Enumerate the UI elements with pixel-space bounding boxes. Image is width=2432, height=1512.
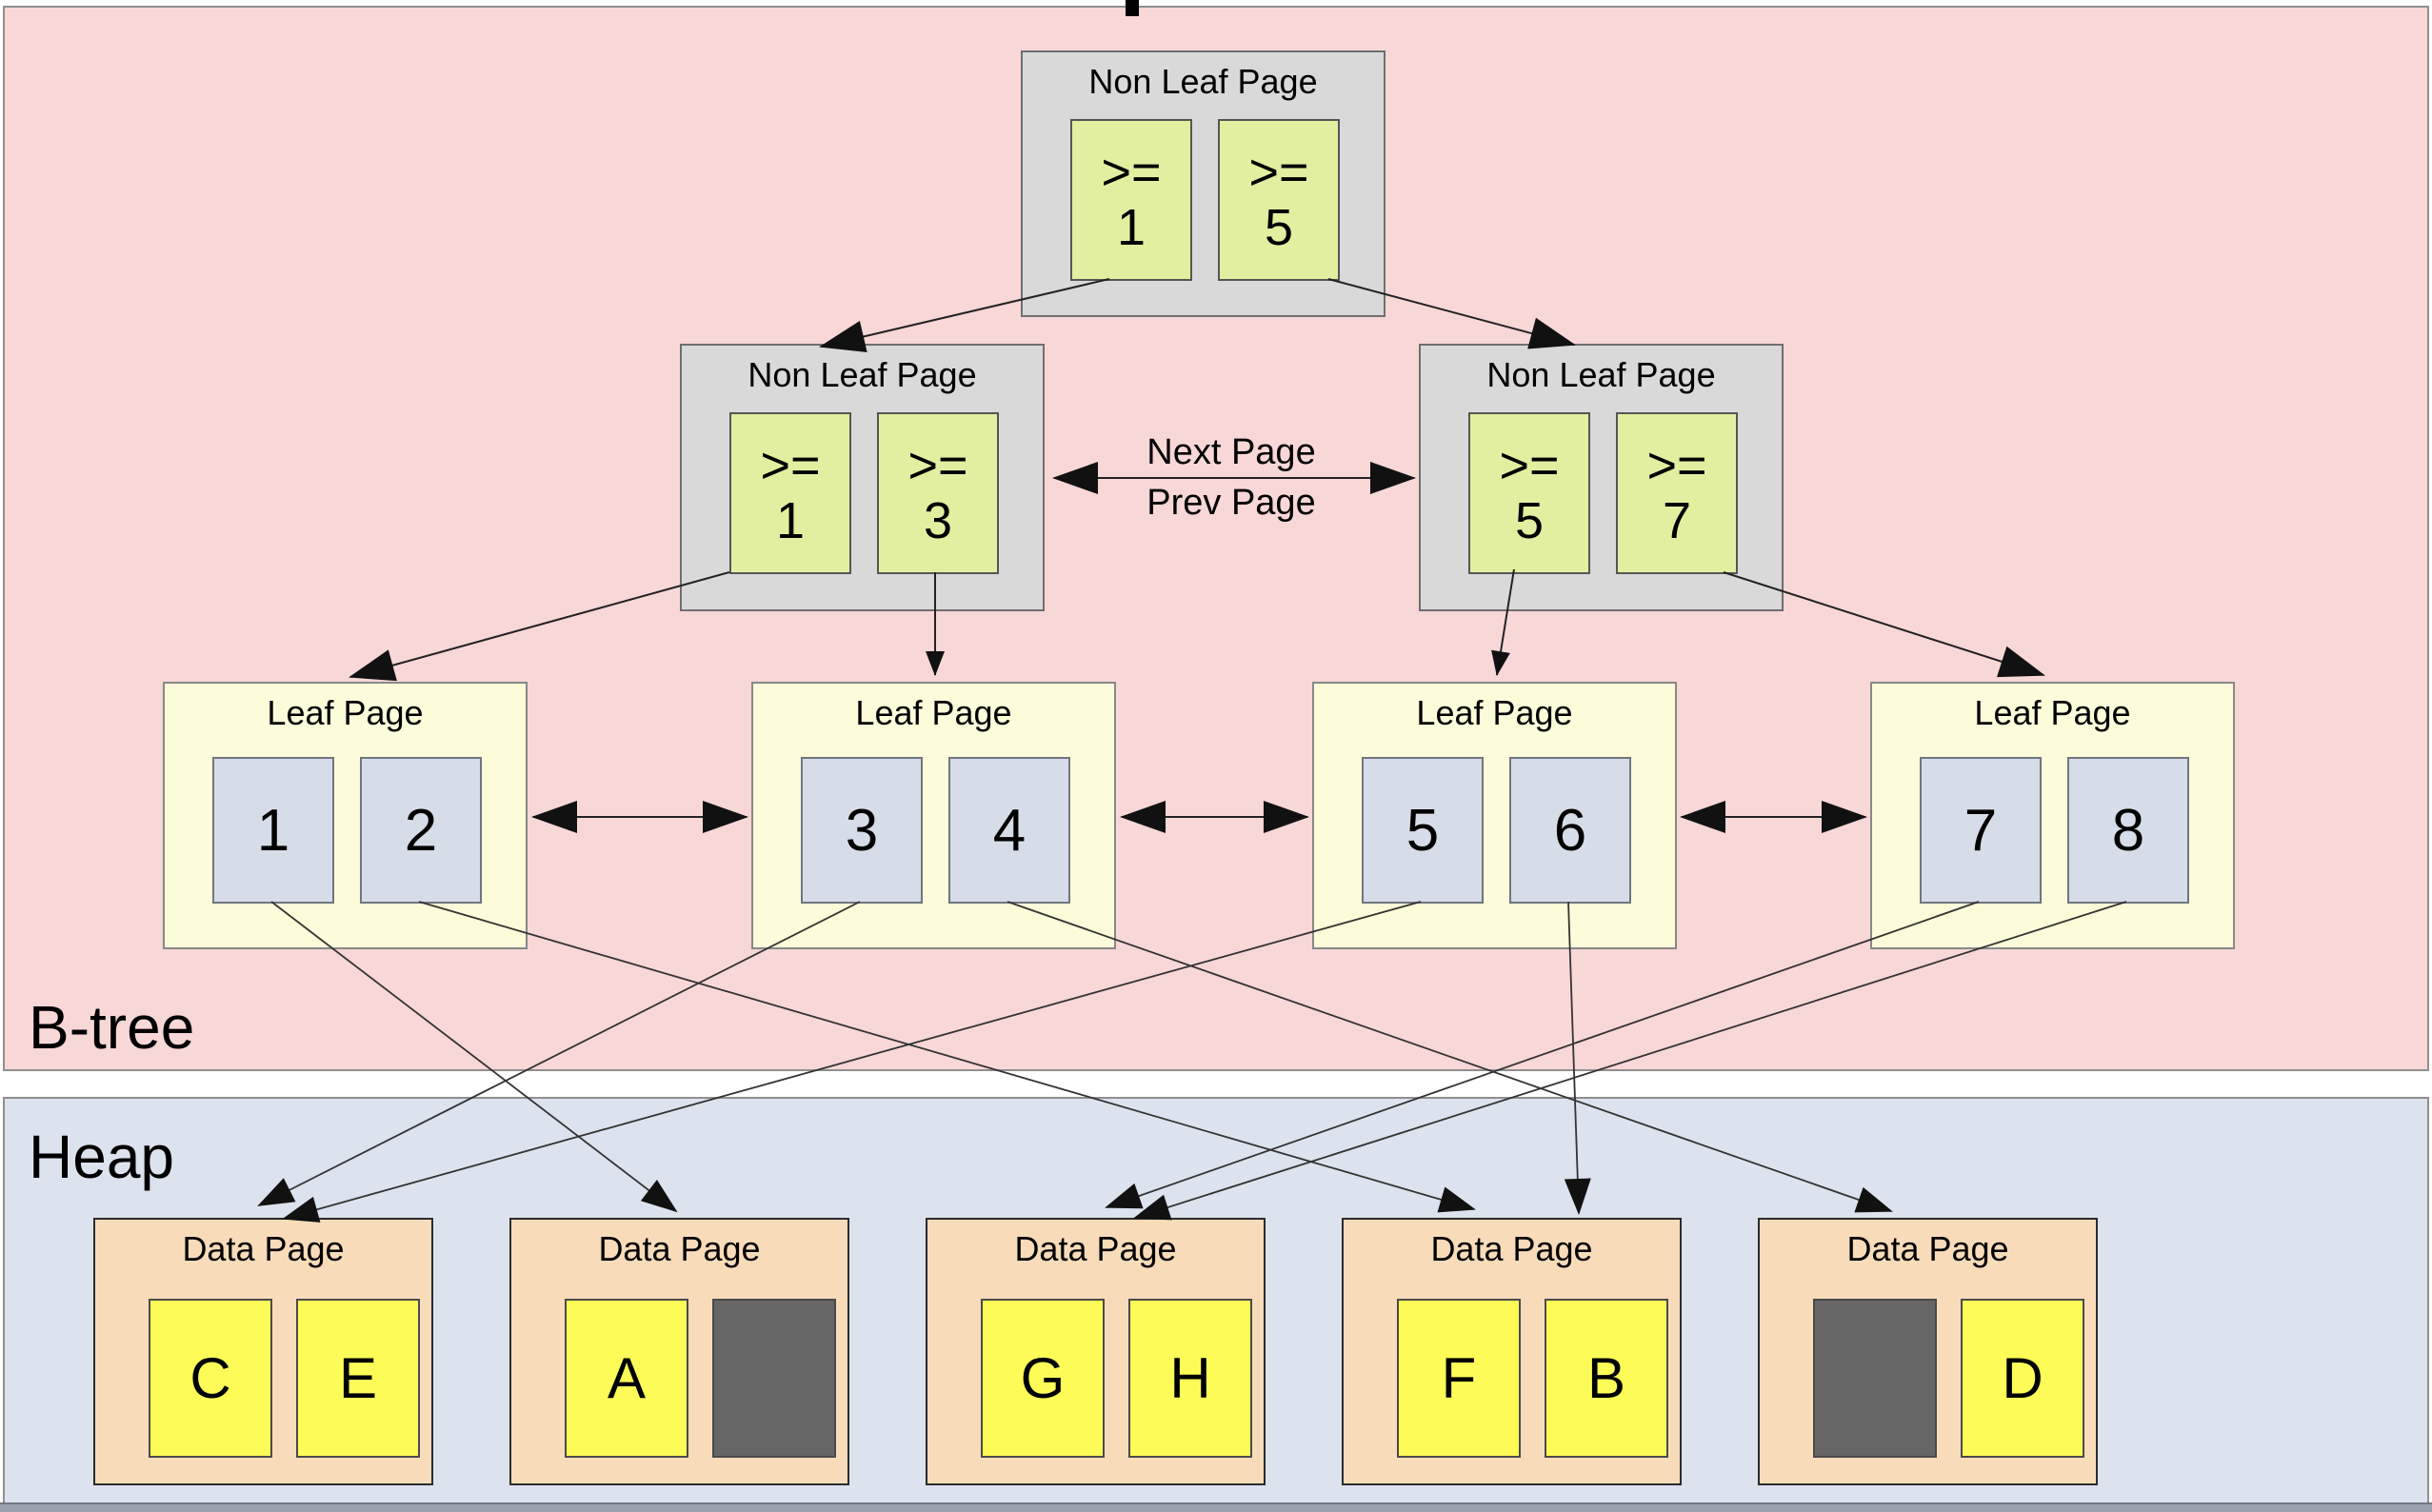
- cell-value: F: [1441, 1346, 1477, 1410]
- non-leaf-page-right: Non Leaf Page >= 5 >= 7: [1419, 344, 1784, 611]
- btree-region-label: B-tree: [29, 993, 195, 1062]
- index-cell: >= 1: [1070, 119, 1192, 281]
- data-page-4: Data Page F B: [1342, 1218, 1682, 1485]
- page-title: Leaf Page: [855, 693, 1012, 732]
- cell-value: 5: [1264, 199, 1294, 256]
- leaf-cell: 1: [212, 757, 334, 904]
- leaf-page-3: Leaf Page 5 6: [1312, 682, 1677, 949]
- cell-value: 6: [1553, 797, 1587, 864]
- cell-op: >=: [1499, 436, 1560, 494]
- non-leaf-page-root: Non Leaf Page >= 1 >= 5: [1021, 50, 1385, 317]
- cell-value: 1: [256, 797, 290, 864]
- prev-page-label: Prev Page: [1146, 483, 1316, 523]
- cell-op: >=: [1646, 436, 1707, 494]
- leaf-cell: 5: [1362, 757, 1484, 904]
- leaf-page-2: Leaf Page 3 4: [751, 682, 1116, 949]
- page-title: Data Page: [1430, 1229, 1593, 1268]
- cell-op: >=: [1248, 143, 1309, 201]
- incoming-arrow-stub: [1126, 0, 1139, 16]
- data-page-1: Data Page C E: [93, 1218, 433, 1485]
- data-cell: C: [149, 1299, 272, 1458]
- cell-value: H: [1169, 1346, 1211, 1410]
- cell-value: A: [607, 1346, 647, 1410]
- cell-value: 5: [1514, 492, 1545, 549]
- cell-value: 3: [845, 797, 879, 864]
- cell-op: >=: [1101, 143, 1162, 201]
- page-title: Data Page: [182, 1229, 345, 1268]
- leaf-cell: 6: [1509, 757, 1631, 904]
- cell-op: >=: [907, 436, 968, 494]
- leaf-cell: 8: [2067, 757, 2189, 904]
- cell-value: 1: [1116, 199, 1146, 256]
- heap-region-label: Heap: [29, 1123, 174, 1191]
- page-title: Data Page: [598, 1229, 761, 1268]
- leaf-cell: 4: [948, 757, 1070, 904]
- page-title: Non Leaf Page: [748, 355, 977, 394]
- cell-value: 4: [992, 797, 1027, 864]
- cell-value: 8: [2111, 797, 2145, 864]
- cell-value: 5: [1405, 797, 1440, 864]
- page-title: Non Leaf Page: [1486, 355, 1716, 394]
- data-page-3: Data Page G H: [926, 1218, 1266, 1485]
- cell-value: 1: [775, 492, 806, 549]
- data-cell: F: [1397, 1299, 1521, 1458]
- cell-value: 7: [1964, 797, 1998, 864]
- next-page-label: Next Page: [1146, 432, 1316, 472]
- page-title: Leaf Page: [1974, 693, 2131, 732]
- empty-cell: [1813, 1299, 1937, 1458]
- page-title: Leaf Page: [1416, 693, 1573, 732]
- index-cell: >= 7: [1616, 412, 1738, 574]
- data-cell: D: [1961, 1299, 2084, 1458]
- index-cell: >= 5: [1468, 412, 1590, 574]
- leaf-page-1: Leaf Page 1 2: [163, 682, 528, 949]
- data-cell: E: [296, 1299, 420, 1458]
- index-cell: >= 3: [877, 412, 999, 574]
- data-cell: G: [981, 1299, 1105, 1458]
- leaf-cell: 2: [360, 757, 482, 904]
- cell-value: E: [338, 1346, 378, 1410]
- cell-value: C: [189, 1346, 231, 1410]
- index-cell: >= 5: [1218, 119, 1340, 281]
- bottom-edge-strip: [0, 1502, 2432, 1512]
- cell-value: 7: [1662, 492, 1692, 549]
- cell-value: D: [2002, 1346, 2043, 1410]
- data-cell: B: [1545, 1299, 1668, 1458]
- cell-value: 2: [404, 797, 438, 864]
- data-page-5: Data Page D: [1758, 1218, 2098, 1485]
- cell-value: 3: [923, 492, 953, 549]
- page-title: Non Leaf Page: [1088, 62, 1318, 101]
- leaf-cell: 7: [1920, 757, 2042, 904]
- index-cell: >= 1: [729, 412, 851, 574]
- empty-cell: [712, 1299, 836, 1458]
- data-cell: A: [565, 1299, 688, 1458]
- leaf-cell: 3: [801, 757, 923, 904]
- leaf-page-4: Leaf Page 7 8: [1870, 682, 2235, 949]
- cell-value: B: [1586, 1346, 1626, 1410]
- data-cell: H: [1128, 1299, 1252, 1458]
- cell-op: >=: [760, 436, 821, 494]
- cell-value: G: [1020, 1346, 1066, 1410]
- page-title: Data Page: [1846, 1229, 2009, 1268]
- page-title: Leaf Page: [267, 693, 424, 732]
- page-title: Data Page: [1014, 1229, 1177, 1268]
- non-leaf-page-left: Non Leaf Page >= 1 >= 3: [680, 344, 1045, 611]
- data-page-2: Data Page A: [509, 1218, 849, 1485]
